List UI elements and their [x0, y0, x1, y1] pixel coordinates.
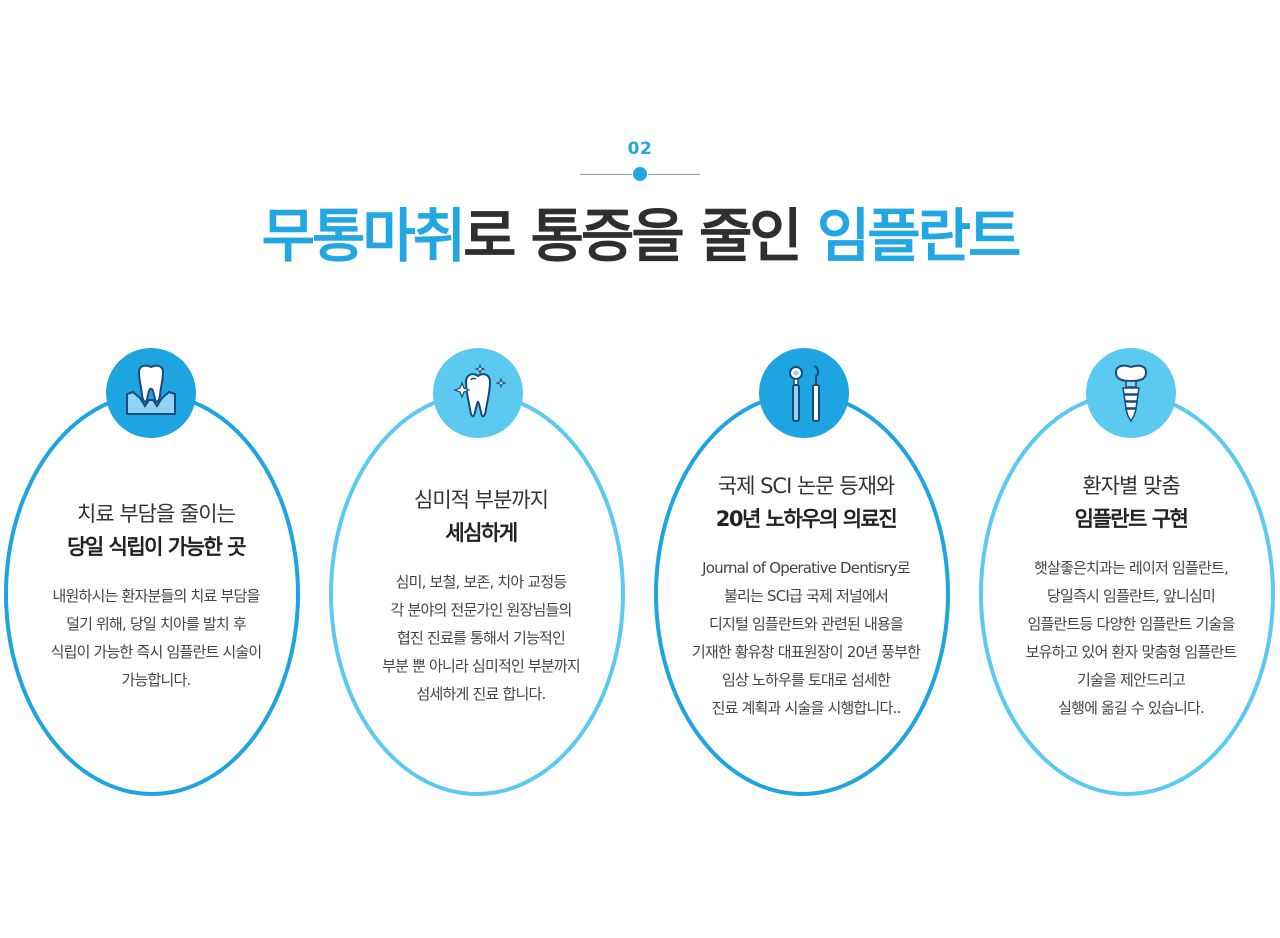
divider-dot — [633, 167, 647, 181]
divider-line-left — [580, 174, 632, 175]
card-title-line1: 국제 SCI 논문 등재와 — [717, 474, 895, 498]
card-description: 햇살좋은치과는 레이저 임플란트, 당일즉시 임플란트, 앞니심미 임플란트등 … — [1025, 559, 1238, 717]
feature-card-4: 환자별 맞춤 임플란트 구현 햇살좋은치과는 레이저 임플란트, 당일즉시 임플… — [979, 392, 1275, 796]
title-middle: 로 통증을 줄인 — [463, 202, 817, 270]
feature-card-3: 국제 SCI 논문 등재와 20년 노하우의 의료진 Journal of Op… — [654, 392, 950, 796]
title-highlight-1: 무통마취 — [261, 202, 466, 270]
dental-tools-icon — [759, 348, 849, 438]
section-divider — [580, 166, 700, 184]
card-description: 내원하시는 환자분들의 치료 부담을 덜기 위해, 당일 치아를 발치 후 식립… — [50, 587, 263, 689]
implant-icon — [1086, 348, 1176, 438]
card-title-line1: 환자별 맞춤 — [1082, 474, 1180, 498]
divider-line-right — [648, 174, 700, 175]
title-highlight-2: 임플란트 — [816, 202, 1021, 270]
card-description: Journal of Operative Dentisry로 불리는 SCI급 … — [691, 559, 921, 717]
page-title: 무통마취로 통증을 줄인 임플란트 — [0, 200, 1280, 272]
card-title-line2: 임플란트 구현 — [1074, 507, 1189, 531]
card-title-line2: 당일 식립이 가능한 곳 — [67, 535, 246, 559]
feature-card-1: 치료 부담을 줄이는 당일 식립이 가능한 곳 내원하시는 환자분들의 치료 부… — [4, 392, 300, 796]
card-title-line1: 심미적 부분까지 — [414, 488, 549, 512]
card-title-line1: 치료 부담을 줄이는 — [77, 502, 236, 526]
card-description: 심미, 보철, 보존, 치아 교정등 각 분야의 전문가인 원장님들의 협진 진… — [382, 573, 581, 703]
card-title-line2: 20년 노하우의 의료진 — [715, 507, 898, 531]
gum-tooth-icon — [106, 348, 196, 438]
feature-card-2: 심미적 부분까지 세심하게 심미, 보철, 보존, 치아 교정등 각 분야의 전… — [329, 392, 625, 796]
card-title-line2: 세심하게 — [445, 521, 518, 545]
section-number: 02 — [627, 139, 653, 159]
sparkle-tooth-icon — [433, 348, 523, 438]
